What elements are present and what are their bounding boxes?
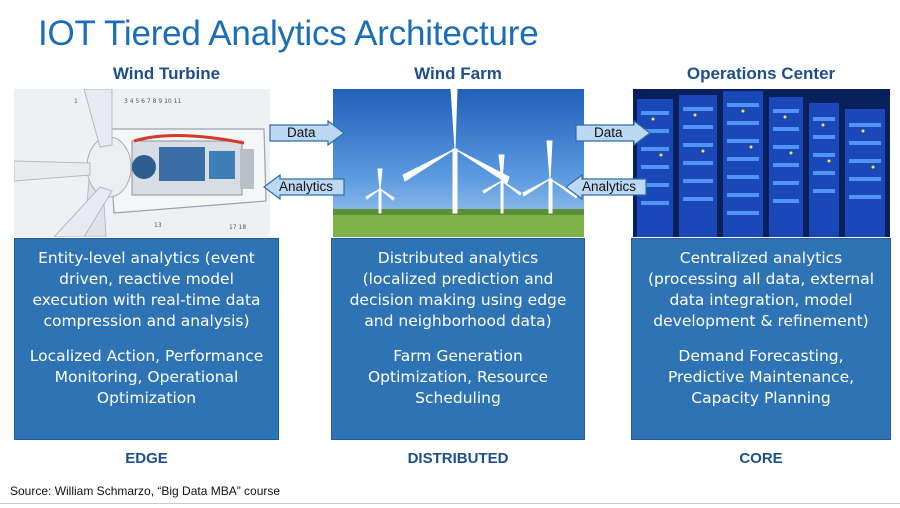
distributed-uses: Farm Generation Optimization, Resource S…	[342, 346, 574, 409]
edge-description: Entity-level analytics (event driven, re…	[25, 248, 268, 332]
distributed-analytics-box: Distributed analytics (localized predict…	[331, 238, 585, 440]
edge-analytics-box: Entity-level analytics (event driven, re…	[14, 238, 279, 440]
heading-wind-farm: Wind Farm	[331, 64, 585, 84]
distributed-description: Distributed analytics (localized predict…	[342, 248, 574, 332]
analytics-arrow-farm-to-turbine: Analytics	[264, 175, 344, 199]
svg-text:17 18: 17 18	[229, 224, 246, 231]
wind-turbine-image: 1 3 4 5 6 7 8 9 10 11 17 18 13	[14, 89, 270, 237]
analytics-arrow-label: Analytics	[279, 179, 333, 194]
analytics-arrow-operations-to-farm: Analytics	[566, 175, 646, 199]
tier-label-edge: EDGE	[14, 450, 279, 467]
core-analytics-box: Centralized analytics (processing all da…	[631, 238, 891, 440]
edge-uses: Localized Action, Performance Monitoring…	[25, 346, 268, 409]
data-center-image	[633, 89, 890, 237]
tier-label-core: CORE	[631, 450, 891, 467]
page-title: IOT Tiered Analytics Architecture	[38, 14, 538, 54]
svg-text:1: 1	[74, 98, 78, 105]
svg-text:3 4 5 6 7 8 9 10 11: 3 4 5 6 7 8 9 10 11	[124, 98, 181, 105]
core-description: Centralized analytics (processing all da…	[642, 248, 880, 332]
data-arrow-label: Data	[594, 125, 623, 140]
source-citation: Source: William Schmarzo, “Big Data MBA”…	[10, 484, 280, 498]
core-uses: Demand Forecasting, Predictive Maintenan…	[642, 346, 880, 409]
heading-operations-center: Operations Center	[631, 64, 891, 84]
data-arrow-farm-to-operations: Data	[576, 121, 650, 145]
analytics-arrow-label: Analytics	[582, 179, 636, 194]
tier-label-distributed: DISTRIBUTED	[331, 450, 585, 467]
heading-wind-turbine: Wind Turbine	[14, 64, 319, 84]
footer-divider	[0, 503, 900, 504]
data-arrow-turbine-to-farm: Data	[270, 121, 344, 145]
svg-text:13: 13	[154, 222, 162, 229]
wind-farm-image	[333, 89, 584, 237]
data-arrow-label: Data	[287, 125, 316, 140]
